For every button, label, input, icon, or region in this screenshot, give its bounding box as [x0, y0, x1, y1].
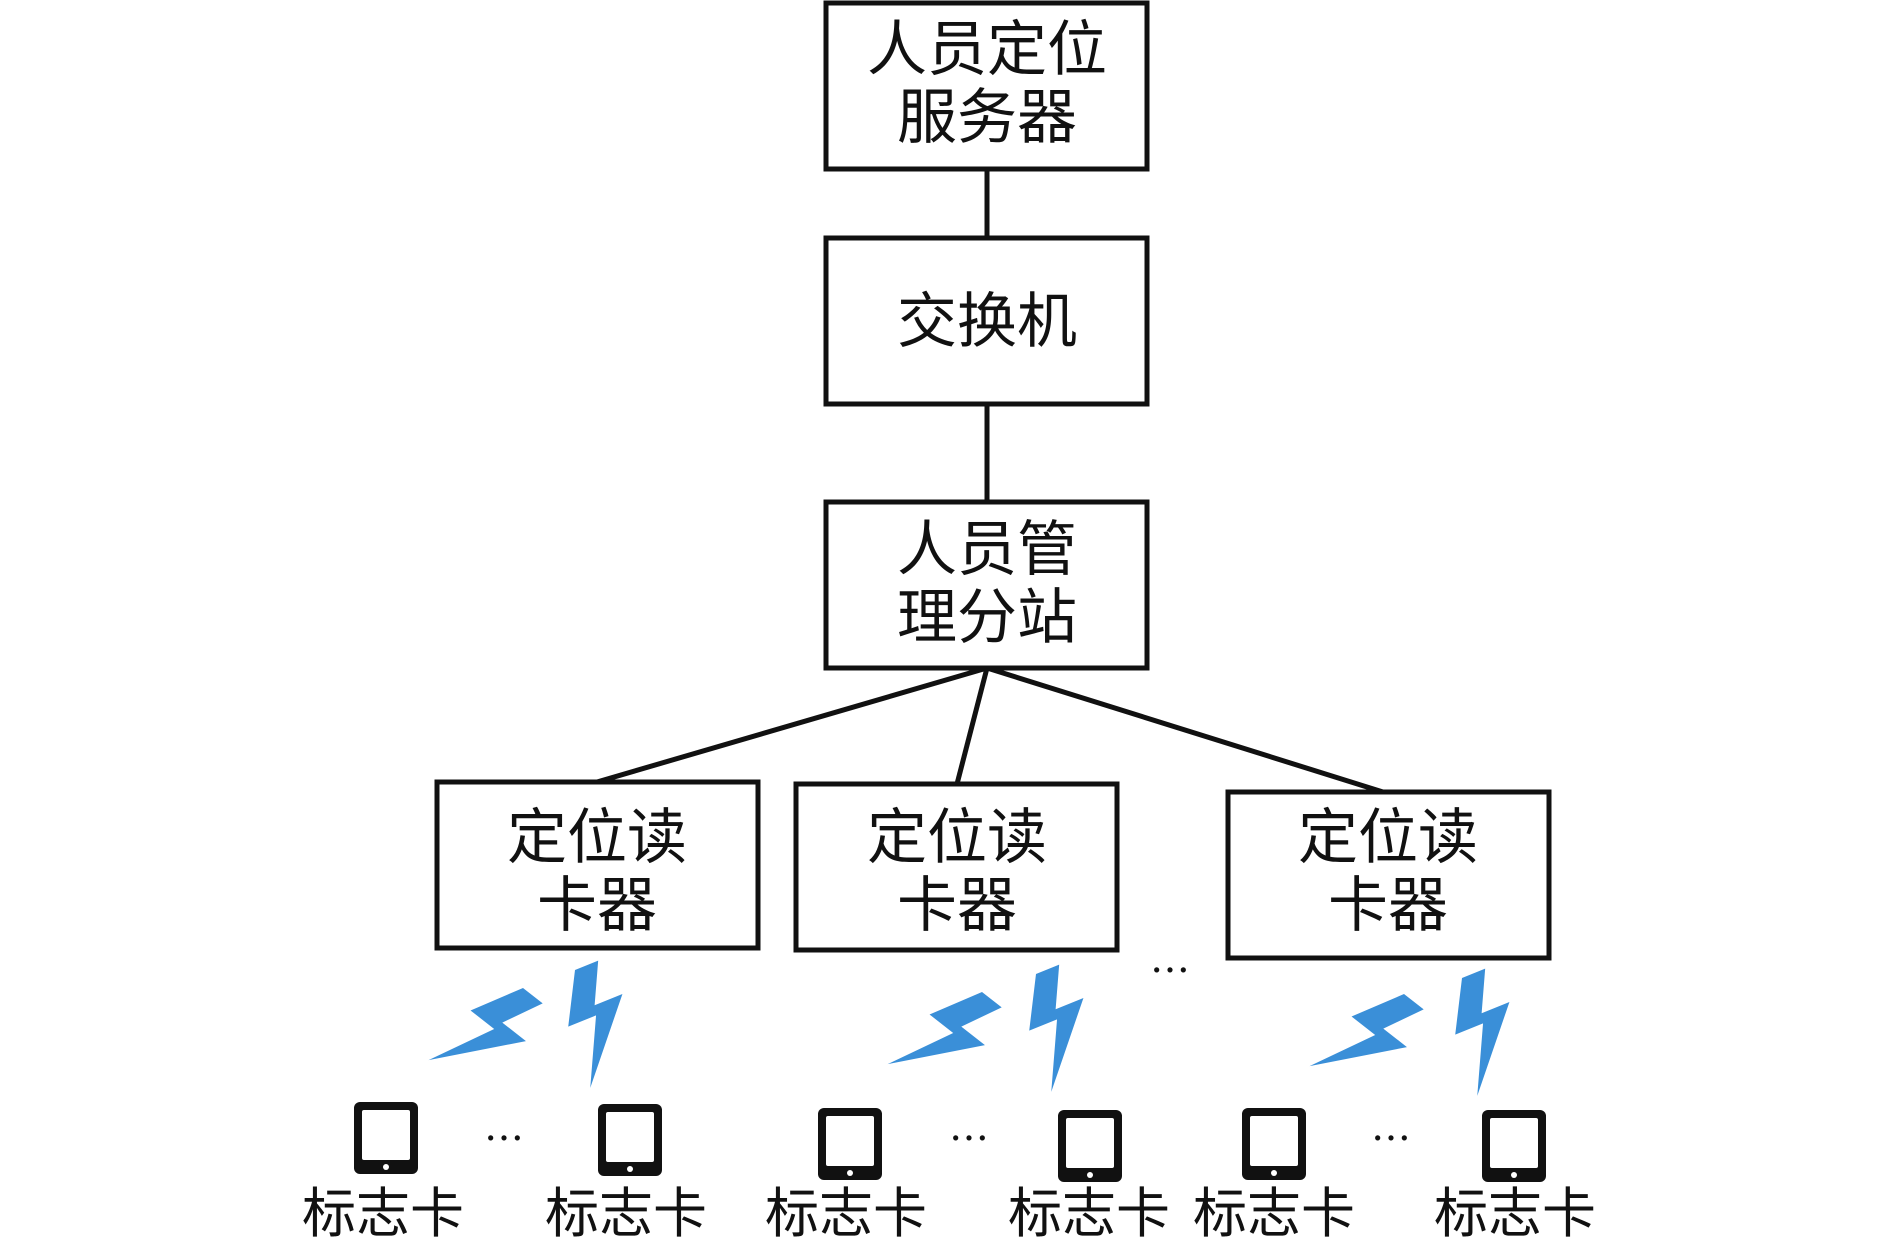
connectors	[596, 170, 1384, 795]
lightning-bolt-icon	[1008, 960, 1112, 1092]
tag-card-icon	[1058, 1110, 1122, 1182]
reader-2-label-line2: 卡器	[897, 871, 1017, 941]
lightning-bolt-icon	[547, 956, 651, 1088]
server-label-line1: 人员定位	[867, 15, 1107, 85]
tag-card-icon	[1482, 1110, 1546, 1182]
wireless-signals	[428, 956, 1538, 1107]
reader-node-2: 定位读 卡器	[793, 781, 1120, 953]
lightning-bolt-icon	[1309, 975, 1432, 1107]
reader-1-label-line1: 定位读	[507, 803, 687, 873]
substation-label-line1: 人员管	[897, 515, 1077, 585]
link-substation-reader-3	[986, 665, 1384, 795]
tag-label: 标志卡	[302, 1182, 464, 1245]
tag-gap-ellipsis-1: …	[484, 1104, 524, 1150]
tag-labels: 标志卡 标志卡 标志卡 标志卡 标志卡 标志卡	[302, 1182, 1596, 1245]
tag-card-icon	[818, 1108, 882, 1180]
tag-label: 标志卡	[1008, 1182, 1170, 1245]
tag-label: 标志卡	[765, 1182, 927, 1245]
lightning-bolt-icon	[1434, 964, 1538, 1096]
reader-node-1: 定位读 卡器	[434, 779, 761, 951]
tag-card-icon	[598, 1104, 662, 1176]
lightning-bolt-icon	[428, 969, 551, 1101]
tag-gap-ellipsis-3: …	[1371, 1104, 1411, 1150]
reader-3-label-line2: 卡器	[1328, 871, 1448, 941]
tag-label: 标志卡	[1193, 1182, 1355, 1245]
link-substation-reader-2	[954, 667, 990, 785]
reader-gap-ellipsis: …	[1150, 936, 1190, 982]
tag-card-icon	[1242, 1108, 1306, 1180]
substation-node: 人员管 理分站	[823, 499, 1150, 671]
tag-label: 标志卡	[1434, 1182, 1596, 1245]
tag-label: 标志卡	[545, 1182, 707, 1245]
lightning-bolt-icon	[887, 973, 1010, 1105]
reader-1-label-line2: 卡器	[537, 871, 657, 941]
server-label-line2: 服务器	[897, 83, 1077, 153]
reader-2-label-line1: 定位读	[867, 803, 1047, 873]
server-node: 人员定位 服务器	[823, 0, 1150, 172]
switch-node: 交换机	[823, 235, 1150, 407]
link-substation-reader-1	[596, 665, 988, 785]
tag-gap-ellipsis-2: …	[949, 1104, 989, 1150]
substation-label-line2: 理分站	[897, 583, 1077, 653]
tag-card-icon	[354, 1102, 418, 1174]
reader-node-3: 定位读 卡器	[1225, 789, 1552, 961]
switch-label: 交换机	[897, 287, 1077, 357]
reader-3-label-line1: 定位读	[1298, 803, 1478, 873]
